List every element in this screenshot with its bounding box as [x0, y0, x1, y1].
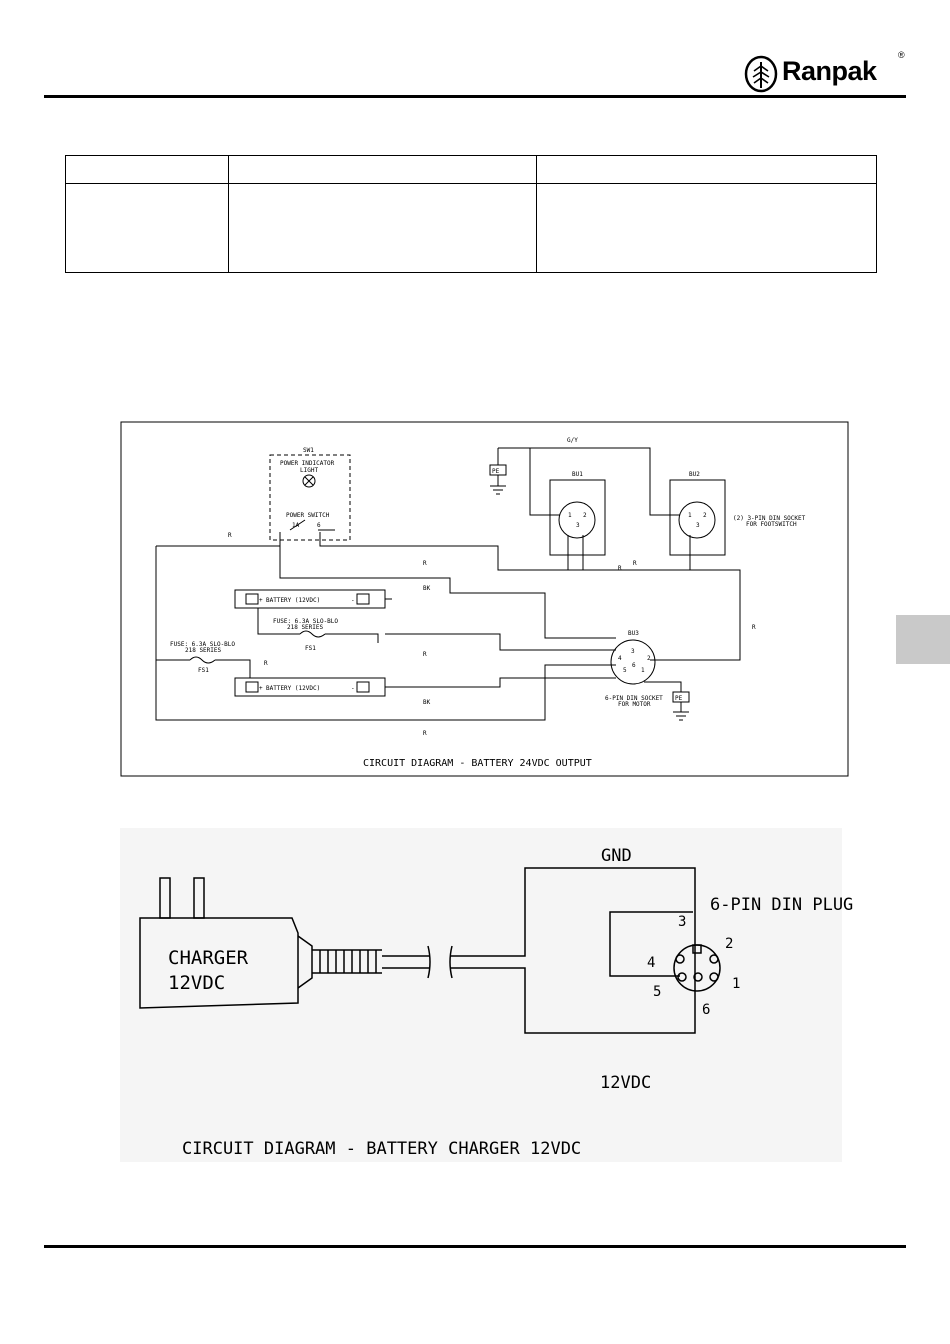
plug-pin-2: 2 [725, 936, 733, 952]
section-tab [896, 615, 950, 664]
bu3-pin-4: 4 [618, 655, 622, 662]
fuse-1-spec: FUSE: 6.3A SLO-BLO [273, 618, 338, 625]
table-header-row [65, 155, 877, 184]
battery-2-plus: + [259, 685, 263, 692]
charger-label: CHARGER [168, 947, 249, 969]
plug-pin-3: 3 [678, 914, 686, 930]
table-cell [65, 183, 229, 273]
power-indicator-label: POWER INDICATOR [280, 460, 335, 467]
table-cell [536, 183, 877, 273]
bu3-pin-6: 6 [632, 662, 636, 669]
motor-socket-label: 6-PIN DIN SOCKET [605, 695, 663, 702]
din-plug-label: 6-PIN DIN PLUG [710, 895, 853, 915]
table-cell [228, 183, 537, 273]
bu3-label: BU3 [628, 630, 639, 637]
gnd-label: GND [601, 846, 632, 866]
header-rule [44, 95, 906, 98]
diagram-2-title: CIRCUIT DIAGRAM - BATTERY CHARGER 12VDC [182, 1139, 581, 1159]
bu1-pin-3: 3 [576, 522, 580, 529]
pe-label-1: PE [492, 468, 500, 475]
bu1-label: BU1 [572, 471, 583, 478]
pe-label-2: PE [675, 695, 683, 702]
wire-label-r: R [423, 730, 427, 737]
battery-1-label: BATTERY (12VDC) [266, 597, 320, 604]
bu1-pin-1: 1 [568, 512, 572, 519]
ground-wire-label: G/Y [567, 437, 578, 444]
spec-table [65, 155, 877, 273]
footswitch-label-2: FOR FOOTSWITCH [746, 521, 797, 528]
table-header-cell [228, 155, 537, 184]
battery-2-minus: - [351, 685, 355, 692]
power-switch-label: POWER SWITCH [286, 512, 330, 519]
ranpak-logo: Ranpak ® [744, 50, 909, 96]
wire-label-r: R [423, 560, 427, 567]
wire-label-r: R [752, 624, 756, 631]
bu3-pin-5: 5 [623, 667, 627, 674]
bu3-pin-3: 3 [631, 648, 635, 655]
switch-terminal-6: 6 [317, 522, 321, 529]
fuse-2-spec: FUSE: 6.3A SLO-BLO [170, 641, 235, 648]
wire-label-bk: BK [423, 699, 431, 706]
bu1-pin-2: 2 [583, 512, 587, 519]
registered-mark: ® [898, 50, 905, 60]
switch-terminal-1a: 1A [292, 522, 300, 529]
circuit-diagram-24vdc: SW1 POWER INDICATOR LIGHT POWER SWITCH 1… [120, 421, 849, 777]
table-header-cell [65, 155, 229, 184]
battery-2-label: BATTERY (12VDC) [266, 685, 320, 692]
brand-name: Ranpak [782, 56, 877, 86]
table-row [65, 183, 877, 273]
bu2-label: BU2 [689, 471, 700, 478]
footer-rule [44, 1245, 906, 1248]
plug-pin-6: 6 [702, 1002, 710, 1018]
battery-1-minus: - [351, 597, 355, 604]
12vdc-label: 12VDC [600, 1073, 651, 1093]
wire-label-r: R [633, 560, 637, 567]
diagram-1-title: CIRCUIT DIAGRAM - BATTERY 24VDC OUTPUT [363, 758, 592, 769]
wire-label-r: R [423, 651, 427, 658]
fuse-1-ref: FS1 [305, 645, 316, 652]
battery-1-plus: + [259, 597, 263, 604]
bu3-pin-2: 2 [647, 655, 651, 662]
bu2-pin-3: 3 [696, 522, 700, 529]
wire-label-r: R [228, 532, 232, 539]
fuse-2-ref: FS1 [198, 667, 209, 674]
ranpak-emblem-icon [744, 55, 778, 93]
fuse-2-series: 218 SERIES [185, 647, 222, 654]
plug-pin-5: 5 [653, 984, 661, 1000]
footswitch-label: (2) 3-PIN DIN SOCKET [733, 515, 806, 522]
circuit-diagram-charger: CHARGER 12VDC GND 6-PIN DIN PLUG 12VDC 3… [120, 828, 853, 1162]
bu2-pin-2: 2 [703, 512, 707, 519]
fuse-1-series: 218 SERIES [287, 624, 324, 631]
light-label: LIGHT [300, 467, 318, 474]
bu3-pin-1: 1 [641, 667, 645, 674]
wire-label-bk: BK [423, 585, 431, 592]
plug-pin-1: 1 [732, 976, 740, 992]
wire-label-r: R [618, 565, 622, 572]
table-header-cell [536, 155, 877, 184]
bu2-pin-1: 1 [688, 512, 692, 519]
charger-voltage-label: 12VDC [168, 972, 225, 994]
sw1-label: SW1 [303, 447, 314, 454]
plug-pin-4: 4 [647, 955, 655, 971]
wire-label-r: R [264, 660, 268, 667]
motor-socket-label-2: FOR MOTOR [618, 701, 651, 708]
